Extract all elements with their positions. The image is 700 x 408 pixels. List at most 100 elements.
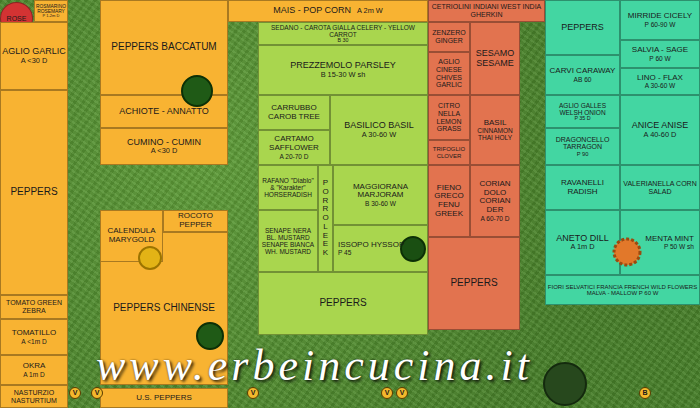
crop-info: A 2m W [357, 7, 383, 15]
crop-name: CARRUBBO CAROB TREE [260, 104, 328, 121]
crop-info: P 45 [338, 249, 426, 256]
crop-bed: AGLIO GARLICA <30 D [0, 22, 68, 90]
crop-bed: CARVI CARAWAYAB 60 [545, 55, 620, 95]
crop-bed: PEPPERS [0, 90, 68, 295]
crop-bed: SALVIA - SAGEP 60 W [620, 40, 700, 68]
plant-circle [544, 363, 586, 405]
crop-bed: ISSOPO HYSSOPP 45 [333, 225, 428, 272]
crop-name: CALENDULA MARYGOLD [102, 227, 161, 244]
crop-name: TOMATILLO [2, 329, 66, 338]
crop-bed: PEPPERS [258, 272, 428, 335]
crop-name: AGLIO GALLES WELSH ONION [547, 102, 618, 116]
crop-info: P 90 [547, 151, 618, 157]
crop-bed: CARTAMO SAFFLOWERA 20-70 D [258, 130, 330, 165]
crop-bed: CARRUBBO CAROB TREE [258, 95, 330, 130]
crop-name: ANETO DILL [547, 234, 618, 244]
crop-info: A 30-60 W [622, 82, 698, 89]
plant-circle [182, 76, 212, 106]
crop-name: CUMINO - CUMIN [102, 138, 226, 148]
crop-name: ISSOPO HYSSOP [338, 241, 426, 250]
crop-bed: PORRO LEEK [318, 165, 333, 272]
crop-info: B 30 [260, 38, 426, 44]
crop-bed: VALERIANELLA CORN SALAD [620, 165, 700, 210]
crop-name: PEPPERS [2, 187, 66, 198]
crop-info: P 50 W sh [622, 243, 694, 250]
crop-bed: TOMATO GREEN ZEBRA [0, 295, 68, 319]
crop-bed: PEPPERS [428, 237, 520, 330]
crop-name: ANICE ANISE [622, 121, 698, 131]
crop-info: P 60-90 W [622, 21, 698, 28]
crop-bed: NASTURZIO NASTURTIUM [0, 385, 68, 408]
crop-bed: CUMINO - CUMINA <30 D [100, 128, 228, 165]
crop-bed: ANICE ANISEA 40-60 D [620, 95, 700, 165]
crop-name: PREZZEMOLO PARSLEY [260, 61, 426, 71]
crop-bed: MIRRIDE CICELYP 60-90 W [620, 0, 700, 40]
crop-name: MAIS - POP CORN [273, 6, 351, 16]
crop-name: CARTAMO SAFFLOWER [260, 135, 328, 152]
marker-circle: B [639, 387, 651, 399]
crop-bed: FIORI SELVATICI FRANCIA FRENCH WILD FLOW… [545, 275, 700, 305]
crop-info: CINNAMON THAI HOLY [472, 127, 518, 141]
crop-info: P 35 D [547, 116, 618, 122]
crop-info: P 1-2m D [36, 14, 66, 18]
crop-bed: ANETO DILLA 1m D [545, 210, 620, 275]
crop-name: ROSE [2, 15, 31, 23]
crop-name: PEPPERS [547, 23, 618, 33]
crop-bed: MAIS - POP CORN A 2m W [228, 0, 428, 22]
crop-name: CITRO NELLA LEMON GRASS [430, 102, 468, 132]
crop-bed: CETRIOLINI INDIANI WEST INDIA GHERKIN [428, 0, 545, 22]
crop-name: CARVI CARAWAY [547, 67, 618, 76]
crop-bed: CITRO NELLA LEMON GRASS [428, 95, 470, 140]
crop-info: A 60-70 D [472, 215, 518, 222]
crop-bed: AGLIO GALLES WELSH ONIONP 35 D [545, 95, 620, 128]
crop-name: VALERIANELLA CORN SALAD [622, 180, 698, 195]
crop-name: CORIAN DOLO CORIAN DER [472, 180, 518, 215]
crop-name: BASILICO BASIL [332, 121, 426, 131]
crop-bed: PEPPERS [545, 0, 620, 55]
crop-name: B [640, 388, 650, 398]
crop-bed: TOMATILLOA <1m D [0, 319, 68, 355]
crop-info: A 20-70 D [260, 153, 328, 160]
crop-name: PEPPERS [430, 278, 518, 289]
crop-name: NASTURZIO NASTURTIUM [2, 389, 66, 404]
crop-name: PEPPERS CHINENSE [102, 303, 226, 314]
crop-bed: ROCOTO PEPPER [163, 210, 228, 232]
crop-name: SESAMO SESAME [472, 49, 518, 68]
plant-circle [401, 237, 425, 261]
plant-circle [614, 239, 640, 265]
crop-name: FIORI SELVATICI FRANCIA FRENCH WILD FLOW… [547, 284, 698, 297]
crop-name: AGLIO CINESE CHIVES GARLIC [430, 58, 468, 88]
crop-bed: FIENO GRECO FENU GREEK [428, 165, 470, 237]
crop-name: RAFANO "Diablo" & "Karakter" HORSERADISH [260, 177, 316, 198]
crop-name: ACHIOTE - ANNATTO [102, 107, 226, 117]
crop-info: P 60 W [622, 55, 698, 62]
crop-info: A 1m D [2, 371, 66, 378]
crop-name: PEPPERS [260, 298, 426, 309]
crop-info: B 15-30 W sh [260, 71, 426, 79]
crop-name: MENTA MINT [622, 235, 694, 244]
crop-bed: SENAPE NERA BL. MUSTARD SENAPE BIANCA WH… [258, 210, 318, 272]
crop-name: ROCOTO PEPPER [165, 212, 226, 229]
crop-info: A <30 D [102, 147, 226, 155]
crop-name: BASIL [472, 119, 518, 128]
marker-circle: V [69, 387, 81, 399]
crop-name: LINO - FLAX [622, 74, 698, 83]
crop-name: ZENZERO GINGER [430, 29, 468, 44]
crop-name: SALVIA - SAGE [622, 46, 698, 55]
crop-bed: RAVANELLI RADISH [545, 165, 620, 210]
crop-bed: PREZZEMOLO PARSLEYB 15-30 W sh [258, 45, 428, 95]
watermark: www.erbeincucina.it [96, 340, 533, 391]
crop-bed: RAFANO "Diablo" & "Karakter" HORSERADISH [258, 165, 318, 210]
crop-name: V [70, 388, 80, 398]
crop-name: SENAPE NERA BL. MUSTARD SENAPE BIANCA WH… [260, 227, 316, 255]
plant-circle [139, 247, 161, 269]
crop-name: PORRO LEEK [322, 179, 330, 258]
crop-name: ROSMARINO ROSEMARY [36, 4, 66, 15]
crop-name: OKRA [2, 362, 66, 371]
crop-bed: LINO - FLAXA 30-60 W [620, 68, 700, 95]
crop-name: U.S. PEPPERS [102, 394, 226, 403]
crop-name: SEDANO - CAROTA GIALLA CELERY - YELLOW C… [260, 24, 426, 38]
crop-name: DRAGONCELLO TARRAGON [547, 136, 618, 151]
crop-bed: SESAMO SESAME [470, 22, 520, 95]
crop-name: CETRIOLINI INDIANI WEST INDIA GHERKIN [430, 3, 543, 18]
